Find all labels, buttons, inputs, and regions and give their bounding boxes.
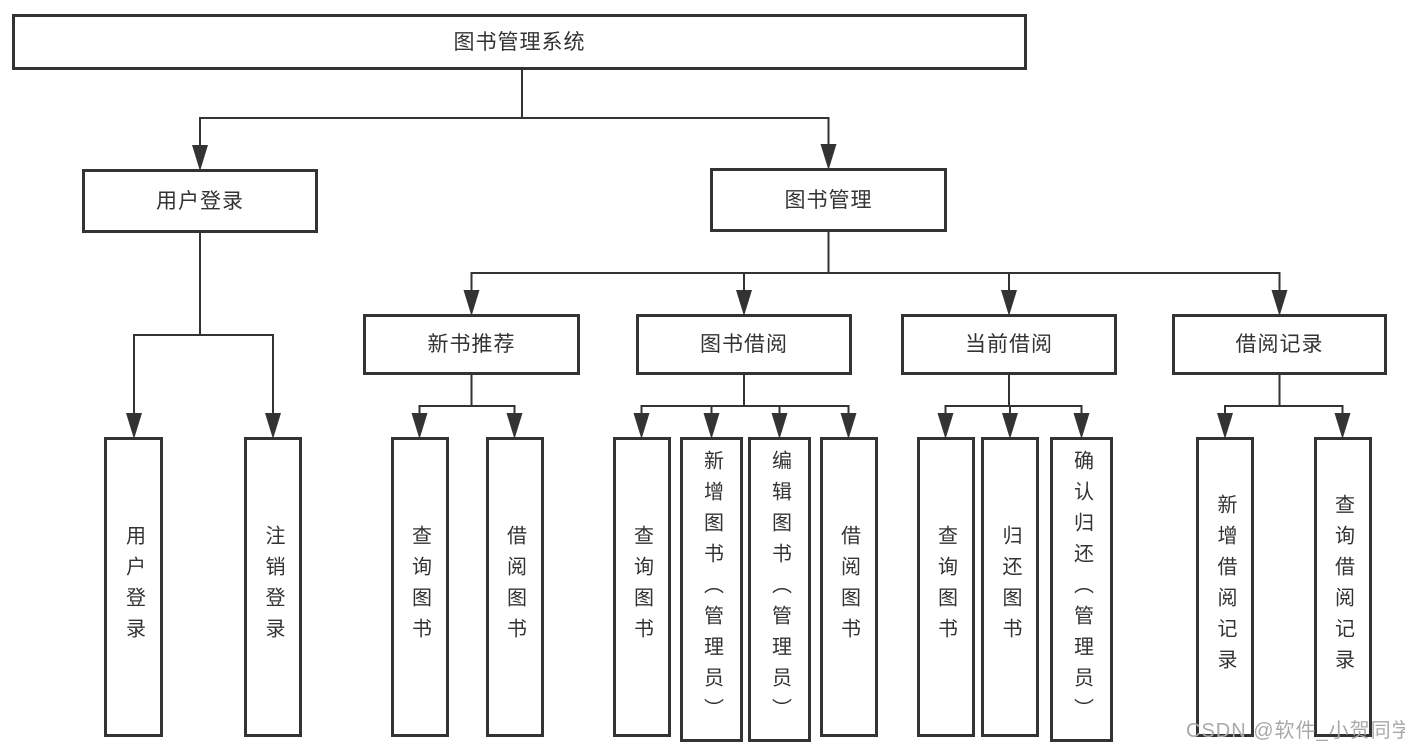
- node-new-book-recommend-label: 新书推荐: [427, 333, 516, 356]
- leaf-bb-borrow-book-label: 借阅图书: [837, 525, 860, 649]
- node-borrow-record: 借阅记录: [1172, 314, 1387, 375]
- leaf-bb-query-book-label: 查询图书: [630, 525, 653, 649]
- leaf-br-add-record: 新增借阅记录: [1196, 437, 1254, 737]
- arrowheads: [126, 144, 1351, 439]
- leaf-logout-label: 注销登录: [262, 525, 284, 649]
- node-book-borrow-label: 图书借阅: [700, 333, 788, 356]
- leaf-user-login-label: 用户登录: [122, 525, 145, 649]
- leaf-bb-add-book-admin: 新增图书（管理员）: [680, 437, 743, 742]
- node-book-management-label: 图书管理: [784, 188, 873, 212]
- node-current-borrow-label: 当前借阅: [965, 333, 1053, 356]
- node-library-system: 图书管理系统: [12, 14, 1027, 70]
- node-borrow-record-label: 借阅记录: [1235, 333, 1324, 356]
- leaf-nbr-query-book-label: 查询图书: [408, 525, 431, 649]
- node-book-borrow: 图书借阅: [636, 314, 852, 375]
- node-new-book-recommend: 新书推荐: [363, 314, 580, 375]
- leaf-bb-add-book-admin-label: 新增图书（管理员）: [700, 450, 723, 729]
- node-library-system-label: 图书管理系统: [453, 30, 586, 54]
- leaf-cb-return-book: 归还图书: [981, 437, 1039, 737]
- leaf-logout: 注销登录: [244, 437, 302, 737]
- leaf-cb-confirm-return-admin: 确认归还（管理员）: [1050, 437, 1113, 742]
- leaf-user-login: 用户登录: [104, 437, 163, 737]
- leaf-cb-return-book-label: 归还图书: [999, 525, 1021, 649]
- leaf-nbr-borrow-book: 借阅图书: [485, 437, 544, 737]
- node-user-login-label: 用户登录: [156, 189, 244, 213]
- leaf-bb-edit-book-admin: 编辑图书（管理员）: [748, 437, 811, 742]
- leaf-br-add-record-label: 新增借阅记录: [1214, 494, 1236, 680]
- node-book-management: 图书管理: [710, 168, 947, 232]
- leaf-bb-edit-book-admin-label: 编辑图书（管理员）: [768, 450, 791, 729]
- leaf-nbr-borrow-book-label: 借阅图书: [503, 525, 526, 649]
- leaf-bb-borrow-book: 借阅图书: [819, 437, 878, 737]
- node-user-login: 用户登录: [82, 169, 318, 233]
- node-current-borrow: 当前借阅: [901, 314, 1117, 375]
- leaf-bb-query-book: 查询图书: [612, 437, 671, 737]
- leaf-cb-query-book: 查询图书: [916, 437, 975, 737]
- leaf-cb-confirm-return-admin-label: 确认归还（管理员）: [1070, 450, 1093, 729]
- leaf-br-query-record: 查询借阅记录: [1313, 437, 1372, 737]
- csdn-watermark: CSDN @软件_小贺同学: [1186, 720, 1405, 742]
- leaf-nbr-query-book: 查询图书: [390, 437, 449, 737]
- leaf-br-query-record-label: 查询借阅记录: [1331, 494, 1354, 680]
- leaf-cb-query-book-label: 查询图书: [934, 525, 957, 649]
